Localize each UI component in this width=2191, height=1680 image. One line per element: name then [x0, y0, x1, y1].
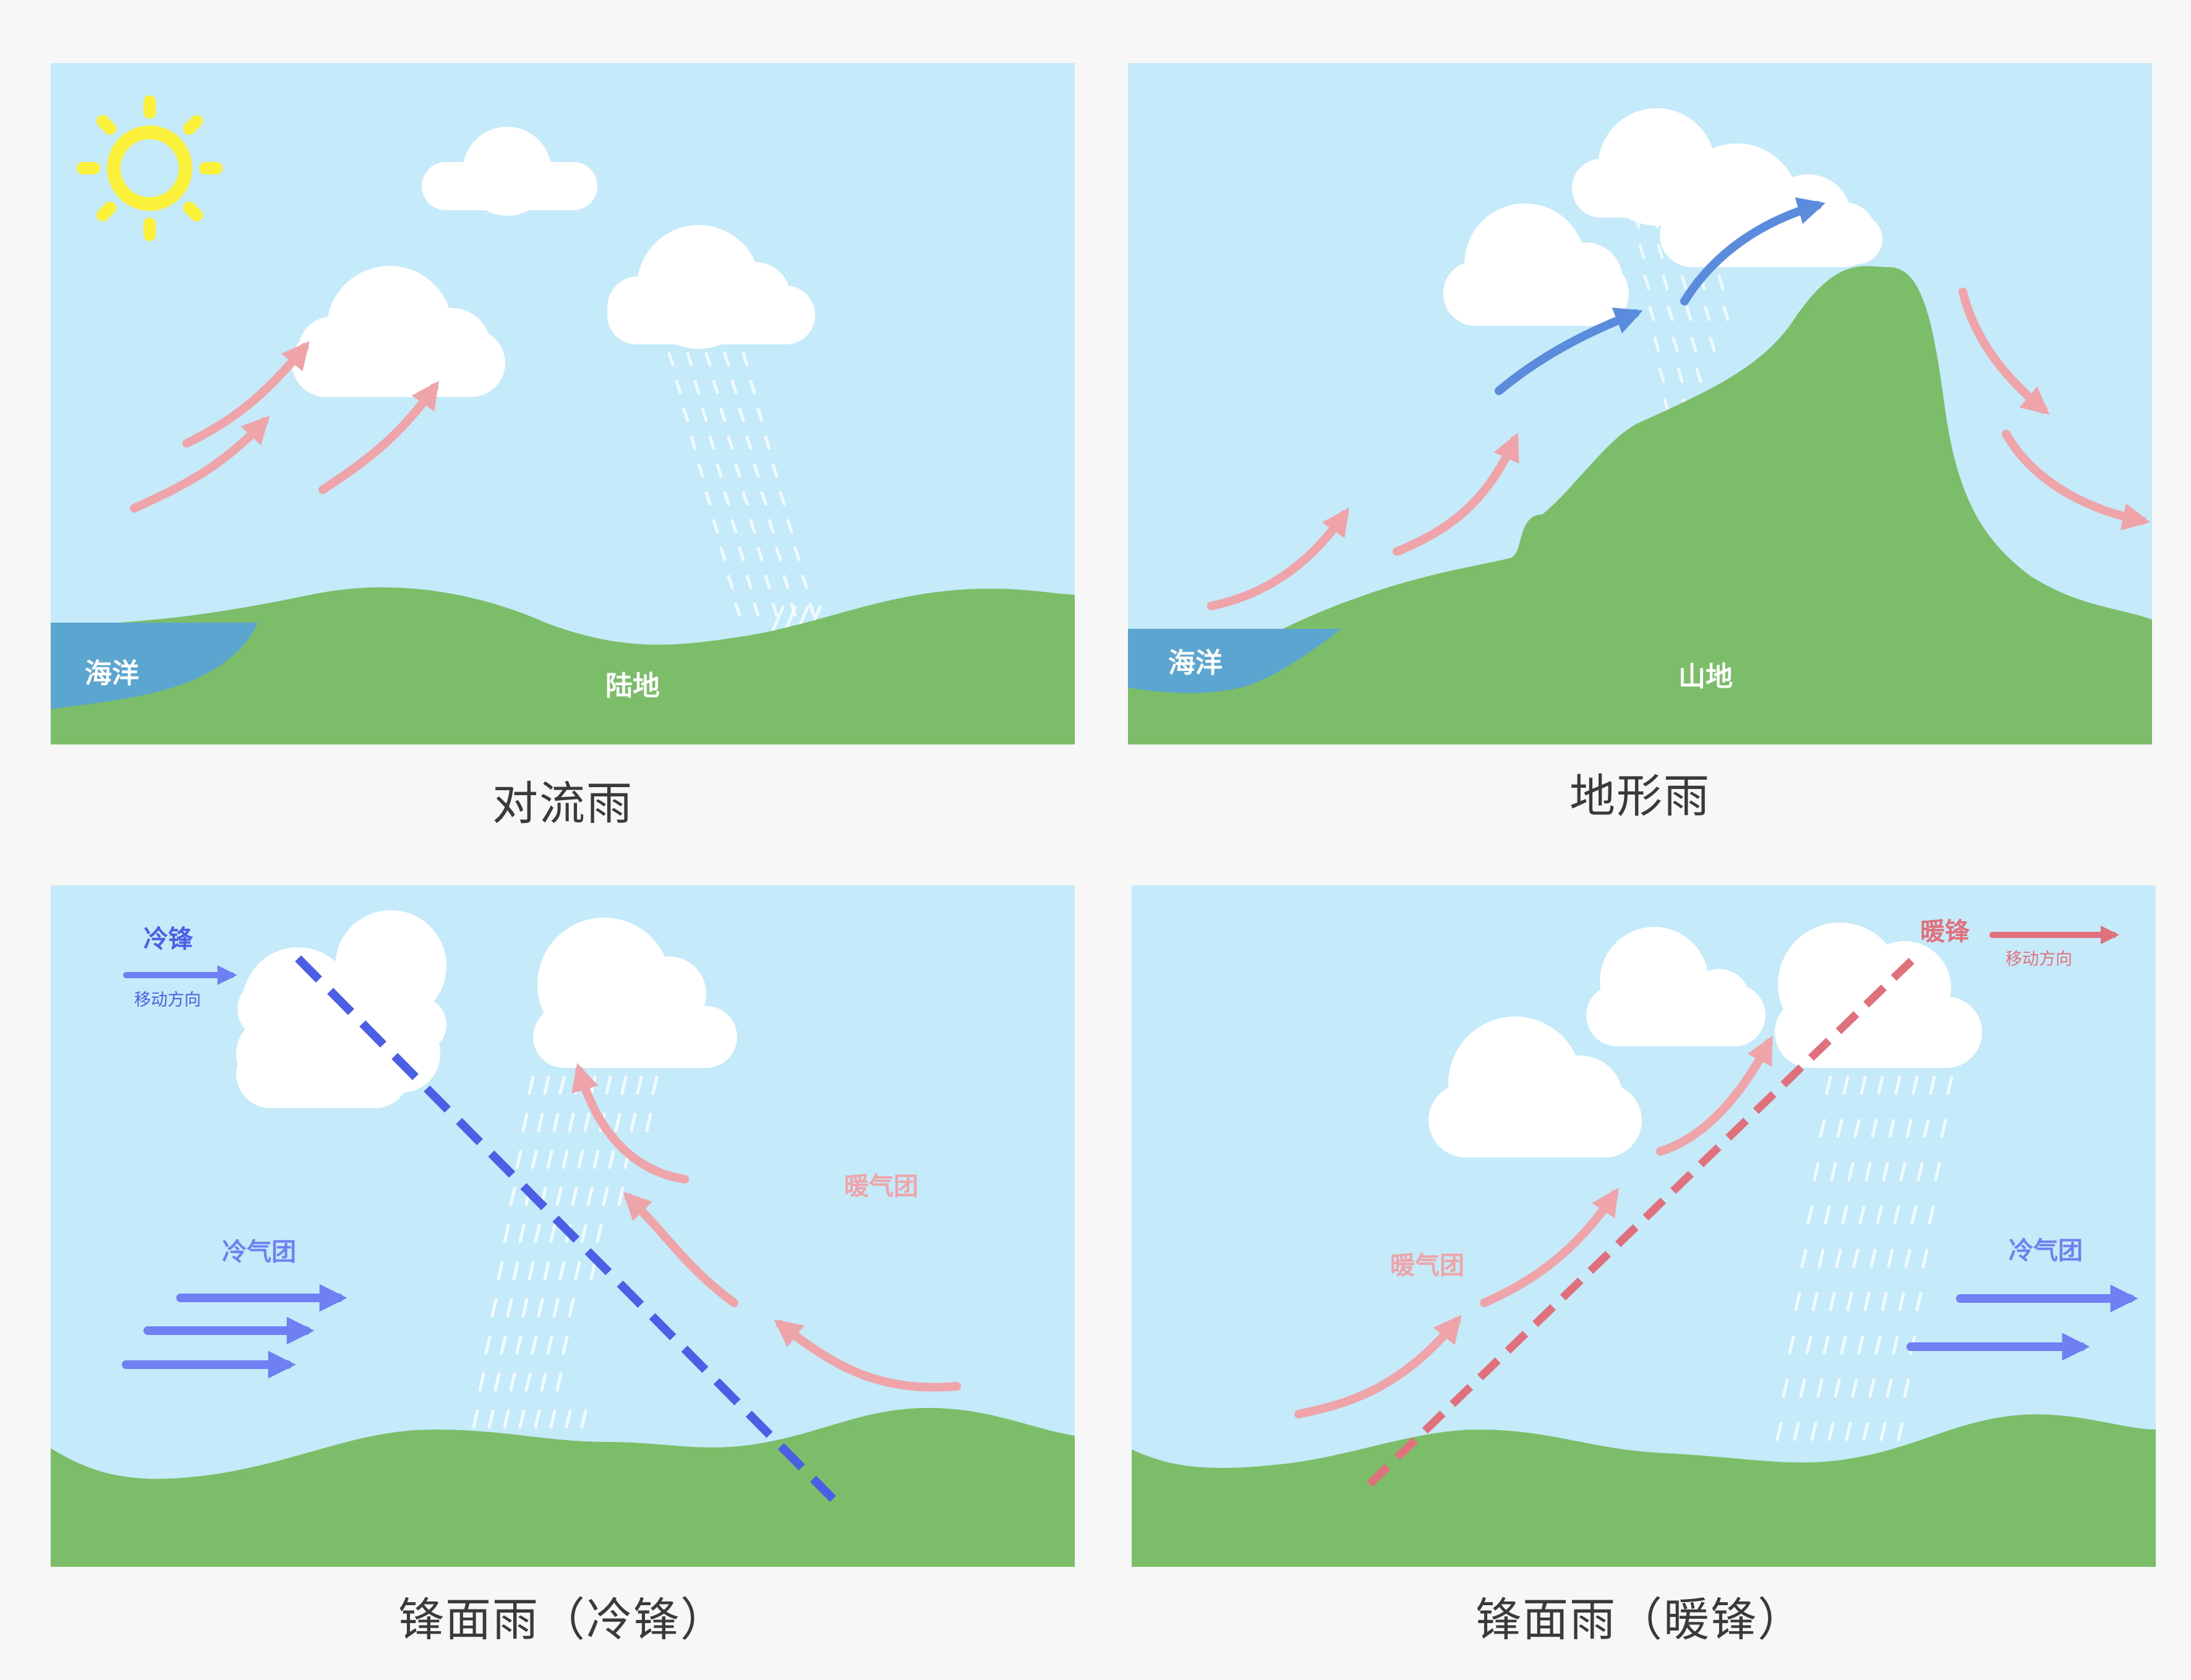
direction-label: 移动方向	[2005, 950, 2072, 969]
caption-warm-front-rain: 锋面雨（暖锋）	[1128, 1583, 2152, 1649]
direction-label: 移动方向	[134, 991, 201, 1010]
panel-convectional-rain: 海洋 陆地	[51, 63, 1075, 744]
caption-cold-front-rain: 锋面雨（冷锋）	[51, 1583, 1075, 1649]
front-label: 暖锋	[1920, 918, 1970, 946]
convectional-rain-illustration: 海洋 陆地	[51, 63, 1075, 744]
sea-label: 海洋	[85, 658, 139, 689]
mountain-label: 山地	[1678, 661, 1733, 693]
warm-air-mass-label: 暖气团	[1390, 1251, 1464, 1280]
warm-air-mass-label: 暖气团	[844, 1172, 918, 1201]
panel-orographic-rain: 海洋 山地	[1128, 63, 2152, 744]
cold-air-mass-label: 冷气团	[222, 1238, 296, 1266]
warm-front-illustration: 暖锋 移动方向 暖气团 冷气团	[1132, 885, 2156, 1567]
panel-warm-front-rain: 暖锋 移动方向 暖气团 冷气团	[1132, 885, 2156, 1567]
sea-label: 海洋	[1168, 647, 1223, 679]
cold-front-illustration: 冷锋 移动方向 冷气团 暖气团	[51, 885, 1075, 1567]
panel-cold-front-rain: 冷锋 移动方向 冷气团 暖气团	[51, 885, 1075, 1567]
caption-convectional-rain: 对流雨	[51, 767, 1075, 833]
cold-air-mass-label: 冷气团	[2009, 1237, 2083, 1265]
front-label: 冷锋	[143, 925, 194, 953]
land-label: 陆地	[605, 670, 660, 702]
orographic-rain-illustration: 海洋 山地	[1128, 63, 2152, 744]
caption-orographic-rain: 地形雨	[1128, 759, 2152, 825]
